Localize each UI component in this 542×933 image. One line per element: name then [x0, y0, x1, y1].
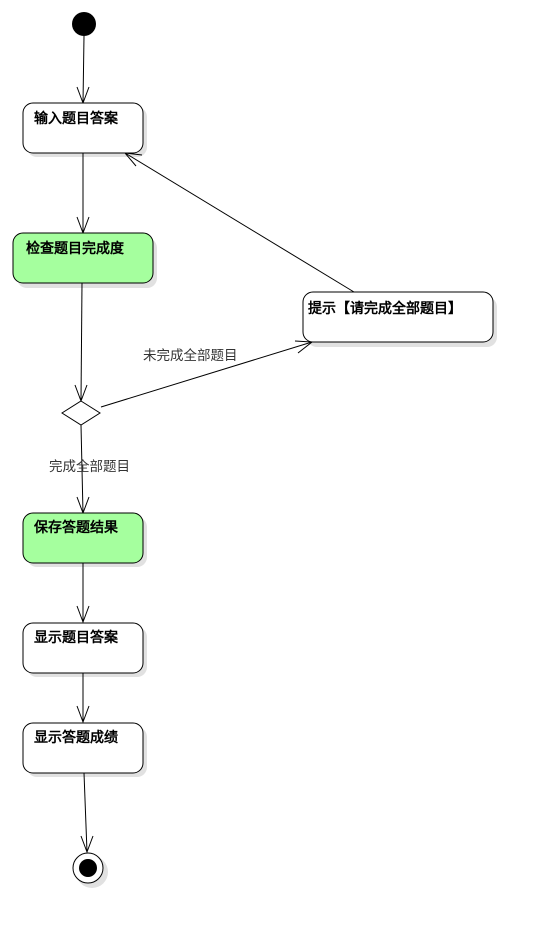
edge-decision-to-save — [80, 424, 84, 514]
action-save-results-label: 保存答题结果 — [33, 519, 119, 536]
action-input-answers-box — [22, 102, 144, 154]
edges — [74, 35, 355, 854]
arrowhead-show-score-to-end — [80, 835, 94, 854]
action-check-completion: 检查题目完成度 — [12, 232, 154, 284]
edge-decision-to-prompt — [100, 341, 313, 408]
action-prompt-complete-all: 提示【请完成全部题目】 — [302, 291, 494, 343]
edge-show-score-to-end — [83, 772, 88, 853]
final-node — [72, 852, 104, 884]
decision-node — [61, 400, 101, 426]
guard-complete-label: 完成全部题目 — [49, 458, 130, 475]
action-show-answers-label: 显示题目答案 — [34, 629, 119, 646]
initial-node — [72, 12, 96, 36]
action-save-results: 保存答题结果 — [22, 512, 144, 564]
action-save-results-box — [22, 512, 144, 564]
action-show-score-label: 显示答题成绩 — [34, 729, 118, 746]
action-show-score: 显示答题成绩 — [22, 722, 144, 774]
action-check-completion-label: 检查题目完成度 — [26, 240, 125, 257]
guard-incomplete-label: 未完成全部题目 — [143, 347, 238, 364]
action-show-answers-box — [22, 622, 144, 674]
edge-start-to-input — [82, 35, 85, 104]
action-show-answers: 显示题目答案 — [22, 622, 144, 674]
final-node-inner-dot — [79, 859, 97, 877]
action-input-answers: 输入题目答案 — [22, 102, 144, 154]
arrowhead-show-answers-to-show-score — [76, 705, 90, 724]
action-show-score-box — [22, 722, 144, 774]
action-input-answers-label: 输入题目答案 — [34, 110, 119, 127]
edge-check-to-decision — [80, 282, 83, 402]
action-check-completion-box — [12, 232, 154, 284]
action-prompt-complete-all-label: 提示【请完成全部题目】 — [308, 300, 462, 317]
action-prompt-complete-all-box — [302, 291, 494, 343]
arrowhead-save-to-show-answers — [76, 605, 90, 624]
edge-prompt-to-input — [124, 152, 355, 293]
